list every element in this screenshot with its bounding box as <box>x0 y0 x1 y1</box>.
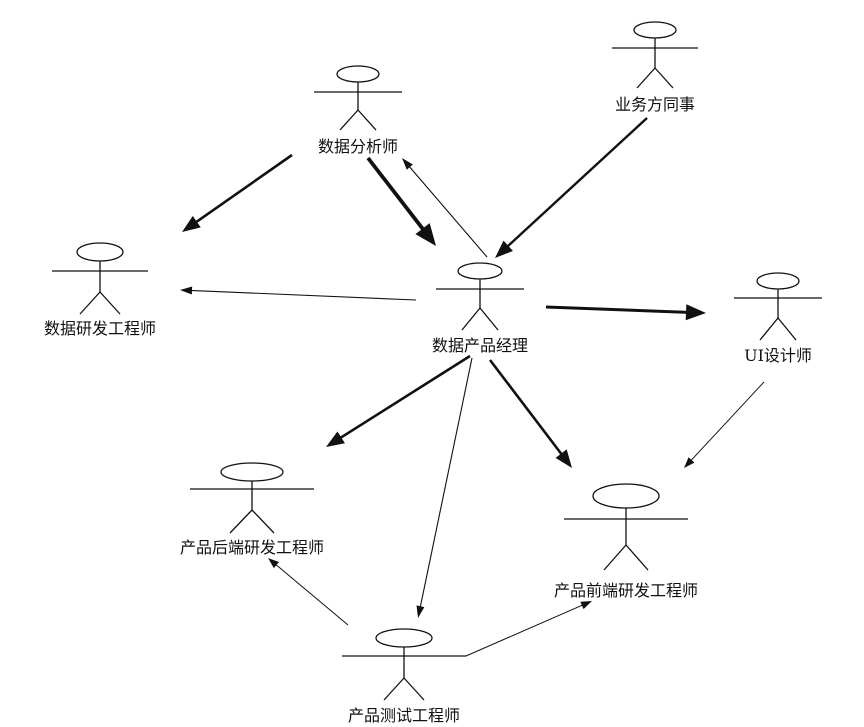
stick-figure-icon <box>314 65 402 131</box>
actor-label-test-engineer: 产品测试工程师 <box>348 706 460 725</box>
actor-ui-designer: UI设计师 <box>734 272 822 365</box>
arrowhead-icon <box>555 449 572 468</box>
actor-label-data-rd-engineer: 数据研发工程师 <box>44 319 156 338</box>
arrow-shaft <box>505 117 648 249</box>
arrow-pm-to-backend <box>326 354 471 447</box>
arrow-pm-to-ui <box>545 304 706 321</box>
arrow-shaft <box>274 563 349 626</box>
actor-label-data-analyst: 数据分析师 <box>318 137 398 156</box>
arrow-shaft <box>419 357 473 609</box>
arrowhead-icon <box>684 457 695 468</box>
relationship-arrows <box>180 117 765 657</box>
actor-test-engineer: 产品测试工程师 <box>342 628 466 725</box>
actor-business-colleague: 业务方同事 <box>612 21 698 114</box>
arrow-pm-to-tester <box>416 357 473 618</box>
arrow-shaft <box>408 165 488 258</box>
arrow-pm-to-analyst <box>402 158 488 258</box>
arrowhead-icon <box>416 605 425 618</box>
actor-data-analyst: 数据分析师 <box>314 65 402 156</box>
arrow-tester-to-frontend <box>465 601 592 657</box>
stick-figure-icon <box>734 272 822 341</box>
arrowhead-icon <box>415 223 436 246</box>
arrow-shaft <box>465 604 584 657</box>
stick-figure-icon <box>342 628 466 701</box>
arrow-tester-to-backend <box>268 558 349 626</box>
arrowhead-icon <box>326 431 345 447</box>
arrowhead-icon <box>685 304 706 321</box>
arrow-shaft <box>366 156 426 232</box>
stick-figure-icon <box>564 483 688 571</box>
stick-figure-icon <box>190 462 314 534</box>
arrowhead-icon <box>182 215 201 232</box>
actor-backend-engineer: 产品后端研发工程师 <box>180 462 324 557</box>
actor-label-data-product-manager: 数据产品经理 <box>432 336 528 355</box>
arrow-shaft <box>689 381 765 462</box>
arrow-shaft <box>338 354 471 440</box>
arrow-pm-to-data_rd <box>180 286 417 301</box>
arrow-shaft <box>545 305 689 314</box>
actor-data-product-manager: 数据产品经理 <box>432 262 528 355</box>
arrow-pm-to-frontend <box>488 359 572 468</box>
arrow-shaft <box>488 359 564 457</box>
actor-label-ui-designer: UI设计师 <box>744 346 812 365</box>
arrowhead-icon <box>580 601 592 610</box>
arrow-ui-to-frontend <box>684 381 765 468</box>
actor-label-frontend-engineer: 产品前端研发工程师 <box>554 581 698 600</box>
stick-figure-icon <box>52 242 148 315</box>
arrow-analyst-to-data_rd <box>182 153 293 232</box>
arrow-analyst-to-pm <box>366 156 436 246</box>
arrowhead-icon <box>180 286 193 295</box>
arrowhead-icon <box>402 158 413 170</box>
arrow-business-to-pm <box>495 117 648 258</box>
actor-data-rd-engineer: 数据研发工程师 <box>44 242 156 338</box>
stick-figure-icon <box>436 262 524 331</box>
actor-label-business-colleague: 业务方同事 <box>615 95 695 114</box>
arrow-shaft <box>189 289 417 301</box>
arrowhead-icon <box>495 240 513 258</box>
actor-label-backend-engineer: 产品后端研发工程师 <box>180 538 324 557</box>
arrow-shaft <box>194 153 293 224</box>
stick-figure-icon <box>612 21 698 89</box>
actor-frontend-engineer: 产品前端研发工程师 <box>554 483 698 600</box>
arrowhead-icon <box>268 558 280 569</box>
